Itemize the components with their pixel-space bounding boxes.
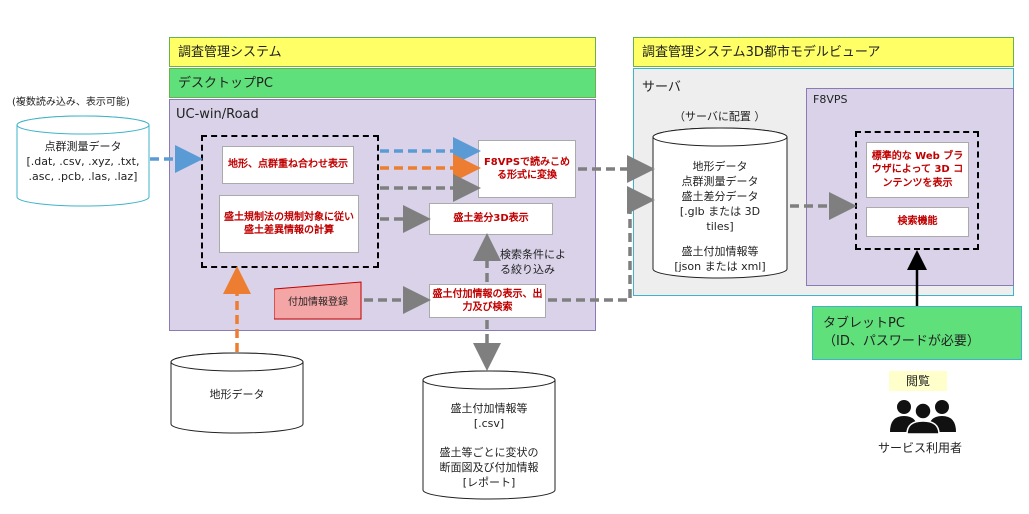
tablet-pc-note: （ID、パスワードが必要） — [823, 333, 980, 349]
users-icon — [890, 400, 956, 434]
pointcloud-title: 点群測量データ — [44, 140, 122, 153]
pointcloud-cylinder: 点群測量データ [.dat, .csv, .xyz, .txt, .asc, .… — [16, 115, 150, 207]
desktop-pc-header: デスクトップPC — [169, 68, 596, 98]
server-db-line5: 盛土付加情報等 — [681, 245, 759, 258]
process-regulation-calc: 盛土規制法の規制対象に従い盛土差異情報の計算 — [219, 195, 359, 253]
process-attach-display: 盛土付加情報の表示、出力及び検索 — [429, 284, 546, 318]
f8vps-title: F8VPS — [813, 93, 848, 106]
management-system-header: 調査管理システム — [169, 37, 596, 67]
server-db-line6: [json または xml] — [674, 260, 766, 273]
service-user-label: サービス利用者 — [877, 441, 962, 455]
ucwin-road-title: UC-win/Road — [176, 107, 259, 122]
server-db-line2: 点群測量データ — [681, 175, 759, 188]
pointcloud-formats: [.dat, .csv, .xyz, .txt, .asc, .pcb, .la… — [26, 155, 140, 183]
pointcloud-note: (複数読み込み、表示可能) — [12, 97, 130, 108]
server-db-cylinder: 地形データ 点群測量データ 盛土差分データ [.glb または 3D tiles… — [652, 127, 788, 279]
process-overlay-display: 地形、点群重ね合わせ表示 — [222, 146, 354, 184]
viewer-search-function: 検索機能 — [866, 207, 969, 237]
attach-register-shape — [274, 281, 362, 320]
tablet-pc-box: タブレットPC （ID、パスワードが必要） — [812, 306, 1022, 360]
tablet-pc-title: タブレットPC — [823, 316, 905, 331]
viewer-3d-display: 標準的な Web ブラウザによって 3D コンテンツを表示 — [866, 142, 969, 198]
terrain-cylinder: 地形データ — [170, 352, 304, 434]
ucwin-function-group — [201, 135, 379, 268]
terrain-title: 地形データ — [209, 388, 265, 401]
search-filter-label: 検索条件による絞り込み — [500, 248, 566, 276]
arrow-display-to-server — [548, 186, 655, 302]
attach-store-line2: [.csv] — [473, 417, 505, 430]
browse-label: 閲覧 — [889, 371, 947, 391]
viewer-system-header: 調査管理システム3D都市モデルビューア — [633, 37, 1014, 67]
server-title: サーバ — [642, 80, 681, 95]
attach-store-line3: 盛土等ごとに変状の断面図及び付加情報 — [439, 446, 539, 474]
process-f8vps-convert: F8VPSで読みこめる形式に変換 — [478, 140, 576, 198]
server-placement-note: （サーバに配置 ） — [674, 110, 766, 123]
attach-store-line4: [レポート] — [462, 476, 516, 489]
server-db-line1: 地形データ — [692, 160, 748, 173]
attach-store-line1: 盛土付加情報等 — [450, 402, 528, 415]
server-db-line4: [.glb または 3D tiles] — [679, 205, 761, 233]
attach-store-cylinder: 盛土付加情報等 [.csv] 盛土等ごとに変状の断面図及び付加情報 [レポート] — [422, 370, 556, 500]
server-db-line3: 盛土差分データ — [681, 190, 759, 203]
f8vps-function-group — [855, 131, 979, 250]
attach-register-label: 付加情報登録 — [288, 297, 348, 308]
